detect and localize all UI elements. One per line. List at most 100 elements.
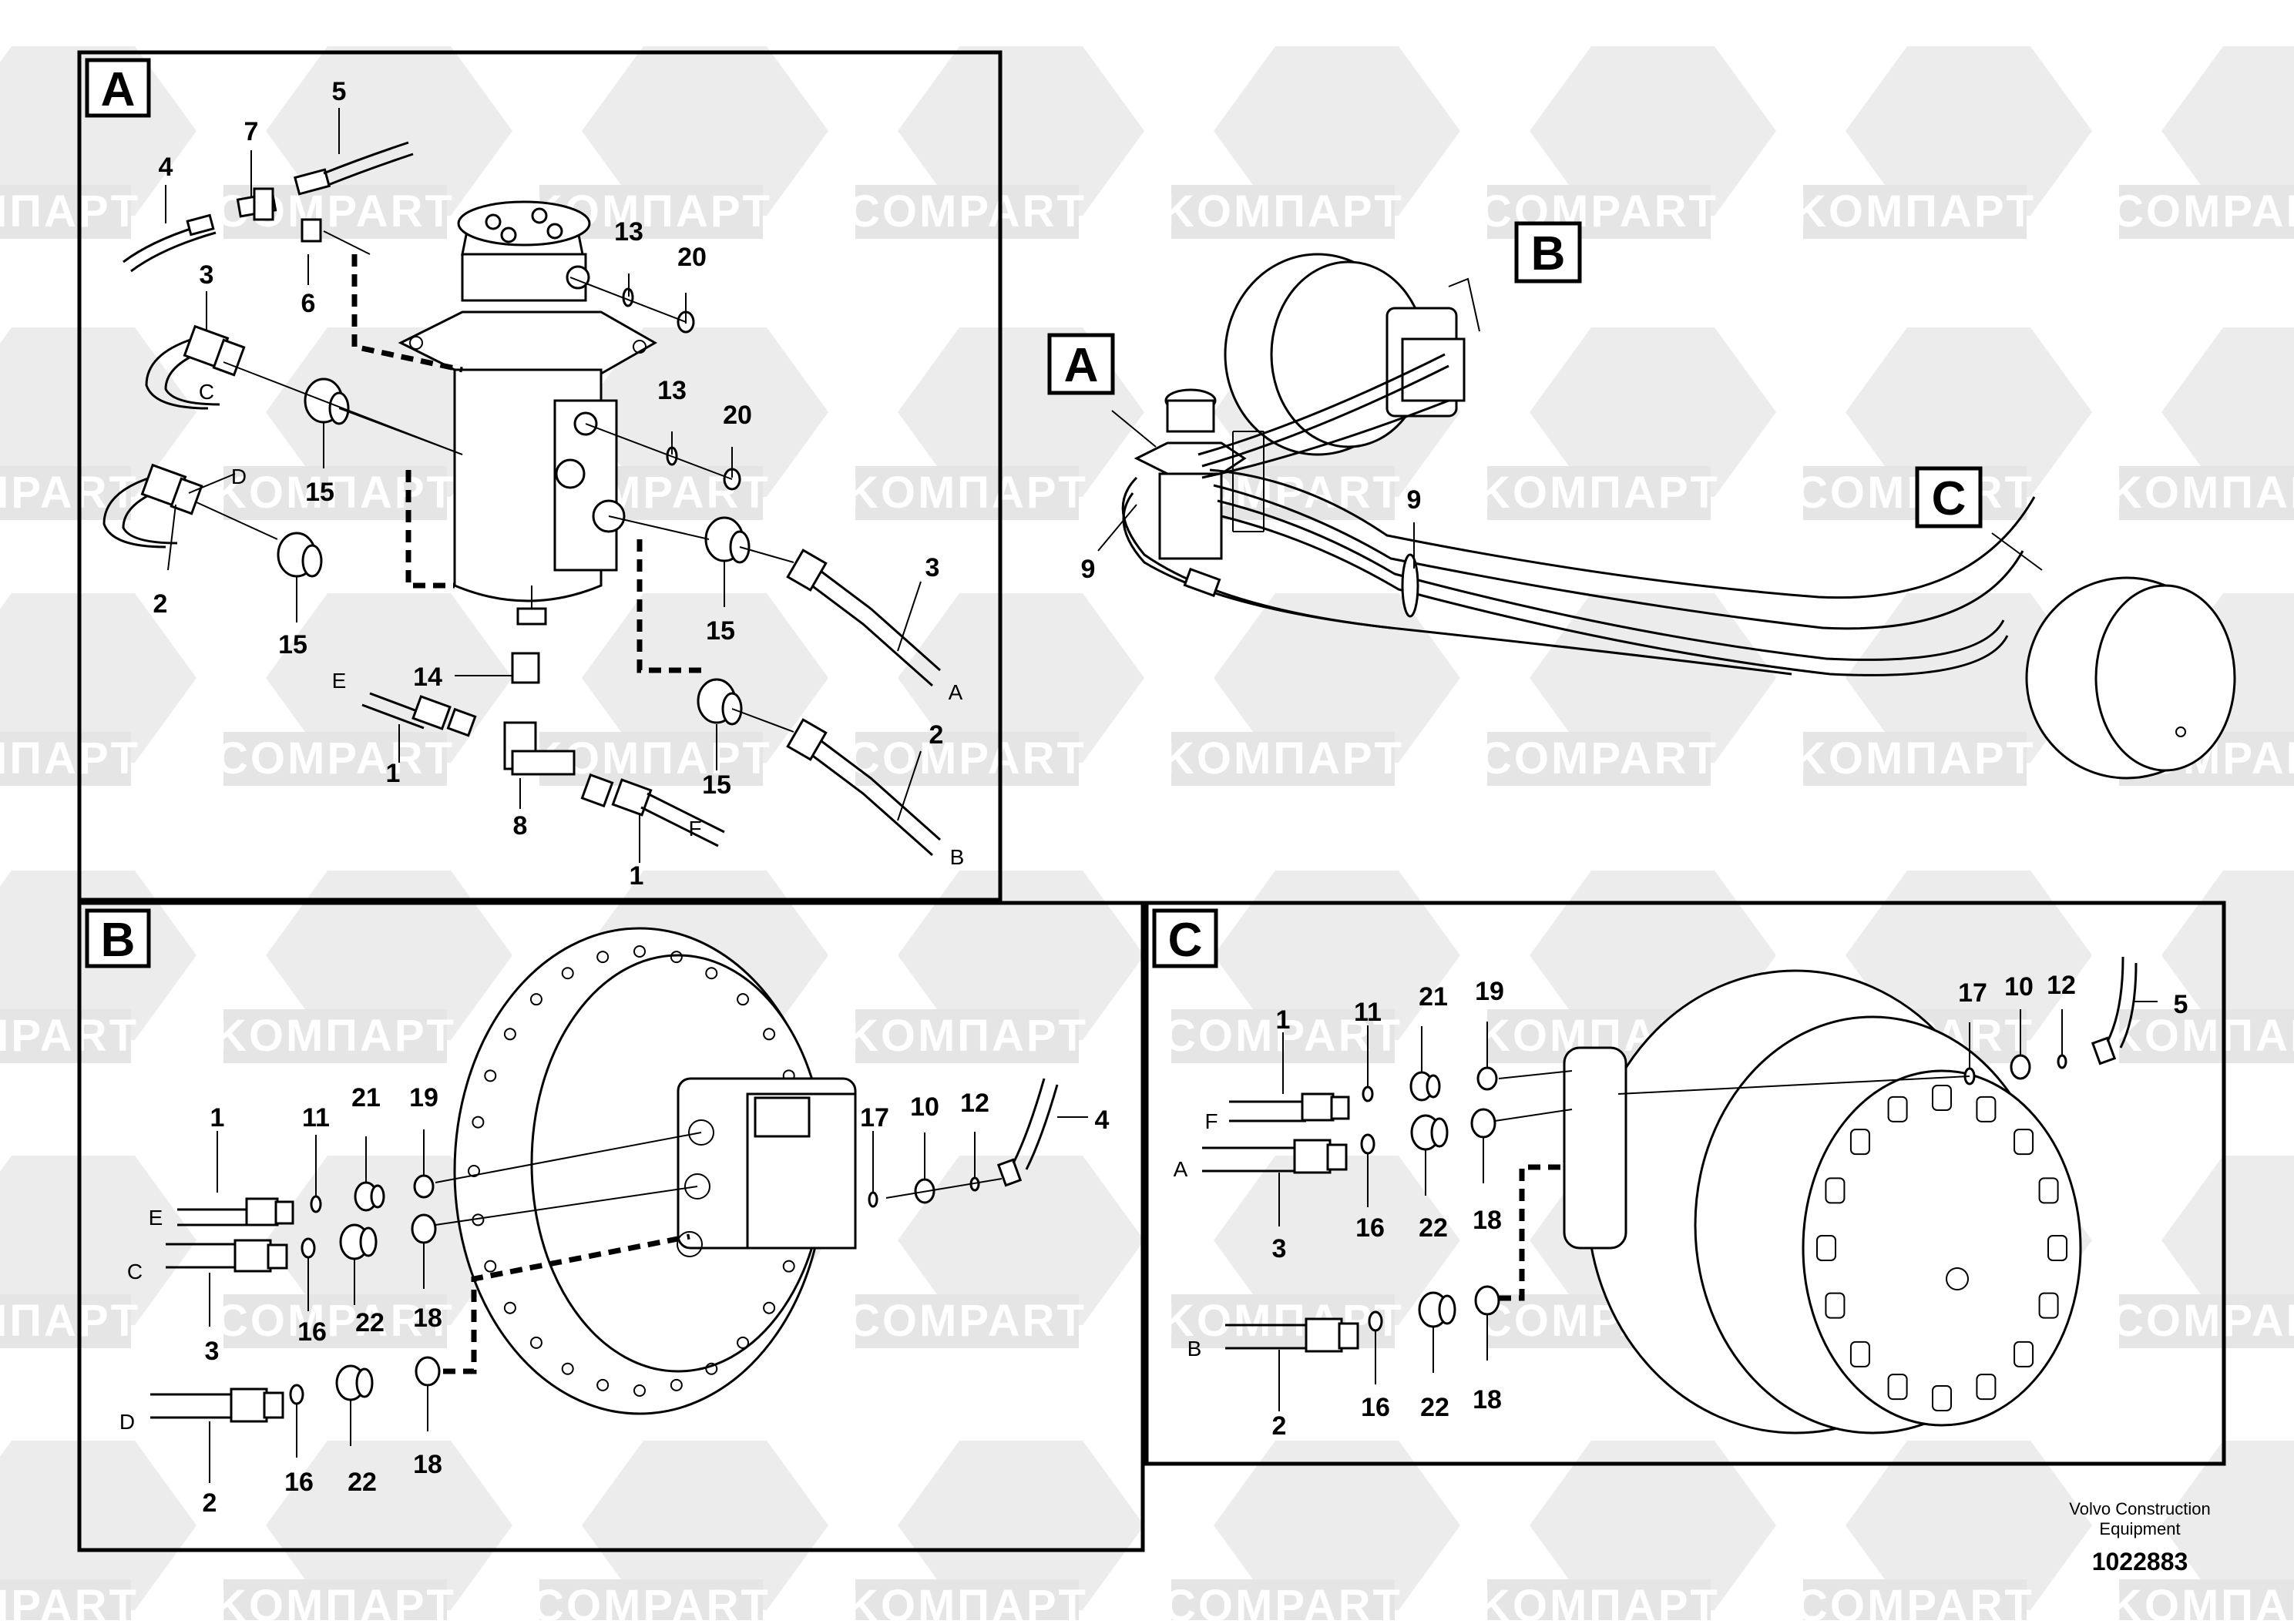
overview-marker-c: C: [1915, 466, 1983, 528]
watermark-text: KOMПAPT: [0, 186, 140, 237]
watermark-text: KOMПAPT: [2110, 1581, 2294, 1620]
panel-b-drawing: [150, 927, 1059, 1423]
watermark-text: KOMПAPT: [1162, 733, 1404, 783]
callout: 16: [1355, 1213, 1385, 1243]
watermark-logo: [2161, 871, 2294, 1040]
callout: 2: [203, 1488, 217, 1518]
watermark-badge: [1487, 732, 1711, 786]
callout: 15: [278, 630, 307, 659]
callout: 15: [305, 478, 334, 507]
watermark-text: KOMПAPT: [2110, 468, 2294, 518]
watermark-badge: [855, 732, 1079, 786]
callout: 9: [1407, 485, 1422, 515]
watermark-layer: KOMПAPT COMPART KOMПAPT COMPART KOMПAPT COMPA…: [0, 46, 2294, 1624]
face-slot: [1976, 1374, 1997, 1401]
watermark-text: KOMПAPT: [1478, 468, 1720, 518]
callout: 16: [284, 1468, 314, 1497]
face-slot: [1932, 1085, 1952, 1111]
bolt-hole: [484, 1069, 497, 1082]
bolt-hole: [472, 1116, 485, 1129]
face-slot: [2038, 1177, 2059, 1204]
callout: A: [949, 680, 963, 704]
bolt-hole: [633, 945, 646, 958]
watermark-badge: [1171, 1579, 1395, 1624]
callout: C: [199, 380, 214, 404]
watermark-badge: [855, 185, 1079, 239]
callout: 15: [702, 770, 731, 800]
watermark-badge: [2119, 1009, 2294, 1063]
watermark-text: COMPART: [532, 1581, 771, 1620]
watermark-logo: [2161, 327, 2294, 497]
face-slot: [1849, 1340, 1870, 1367]
panel-b-callouts: 1 11 21 19 17 10 12 4 E C 3 16 22 18 D 2…: [119, 1083, 1110, 1518]
watermark-text: COMPART: [1164, 1011, 1402, 1061]
watermark-text: KOMПAPT: [0, 1296, 140, 1346]
watermark-badge: [855, 1009, 1079, 1063]
watermark-text: KOMПAPT: [846, 468, 1088, 518]
bolt-hole: [529, 1336, 542, 1349]
watermark-logo: [266, 1156, 512, 1325]
callout: 6: [301, 289, 316, 318]
face-slot: [1932, 1385, 1952, 1411]
face-slot: [2014, 1129, 2034, 1156]
callout: 16: [297, 1317, 327, 1347]
callout: E: [149, 1206, 163, 1230]
watermark-text: KOMПAPT: [1478, 1581, 1720, 1620]
watermark-text: COMPART: [1480, 733, 1718, 783]
callout: A: [1174, 1157, 1188, 1181]
callout: 8: [513, 811, 528, 841]
callout: 9: [1081, 555, 1096, 584]
face-slot: [2014, 1340, 2034, 1367]
watermark-badge: [2119, 1579, 2294, 1624]
watermark-logo: [1214, 593, 1460, 763]
watermark-logo: [1530, 46, 1776, 216]
bolt-hole: [484, 1260, 497, 1273]
panel-a-frame: [77, 50, 1003, 902]
watermark-badge: [855, 1579, 1079, 1624]
overview-label-a: A: [1064, 339, 1099, 392]
bolt-hole: [633, 1384, 646, 1397]
bolt-hole: [561, 1362, 574, 1375]
bolt-hole: [596, 1378, 610, 1391]
bolt-hole: [705, 1362, 718, 1375]
watermark-logo: [1846, 1441, 2092, 1610]
callout: 3: [1272, 1234, 1287, 1263]
watermark-text: KOMПAPT: [1162, 1296, 1404, 1346]
watermark-text: KOMПAPT: [1162, 186, 1404, 237]
watermark-text: COMPART: [216, 733, 455, 783]
callout: 14: [413, 663, 442, 692]
watermark-text: COMPART: [0, 468, 139, 518]
watermark-logo: [2161, 1441, 2294, 1610]
bolt-hole: [763, 1301, 776, 1314]
watermark-text: COMPART: [216, 1296, 455, 1346]
watermark-text: COMPART: [0, 1011, 139, 1061]
watermark-logo: [1214, 1441, 1460, 1610]
bolt-hole: [561, 967, 574, 980]
watermark-badge: [855, 466, 1079, 520]
watermark-text: COMPART: [848, 1296, 1087, 1346]
watermark-text: KOMПAPT: [0, 733, 140, 783]
watermark-badge: [855, 1294, 1079, 1348]
callout: E: [332, 669, 347, 693]
watermark-logo: [2161, 46, 2294, 216]
callout: 18: [413, 1450, 442, 1479]
watermark-badge: [1803, 1579, 2027, 1624]
watermark-logo: [1214, 1156, 1460, 1325]
callout: 2: [1272, 1411, 1287, 1441]
callout: 12: [2047, 971, 2076, 1000]
bolt-hole: [503, 1028, 516, 1041]
callout: 17: [1958, 978, 1987, 1008]
section-marker-a: A: [85, 58, 151, 118]
watermark-logo: [898, 1441, 1144, 1610]
callout: 7: [244, 117, 259, 146]
callout: 4: [1095, 1106, 1110, 1135]
callout: 1: [210, 1103, 225, 1132]
callout: 20: [723, 401, 752, 430]
callout: 22: [1419, 1213, 1448, 1243]
watermark-text: COMPART: [2111, 1296, 2294, 1346]
watermark-badge: [2119, 466, 2294, 520]
face-slot: [1825, 1292, 1846, 1319]
watermark-logo: [582, 46, 828, 216]
watermark-badge: [223, 1579, 447, 1624]
